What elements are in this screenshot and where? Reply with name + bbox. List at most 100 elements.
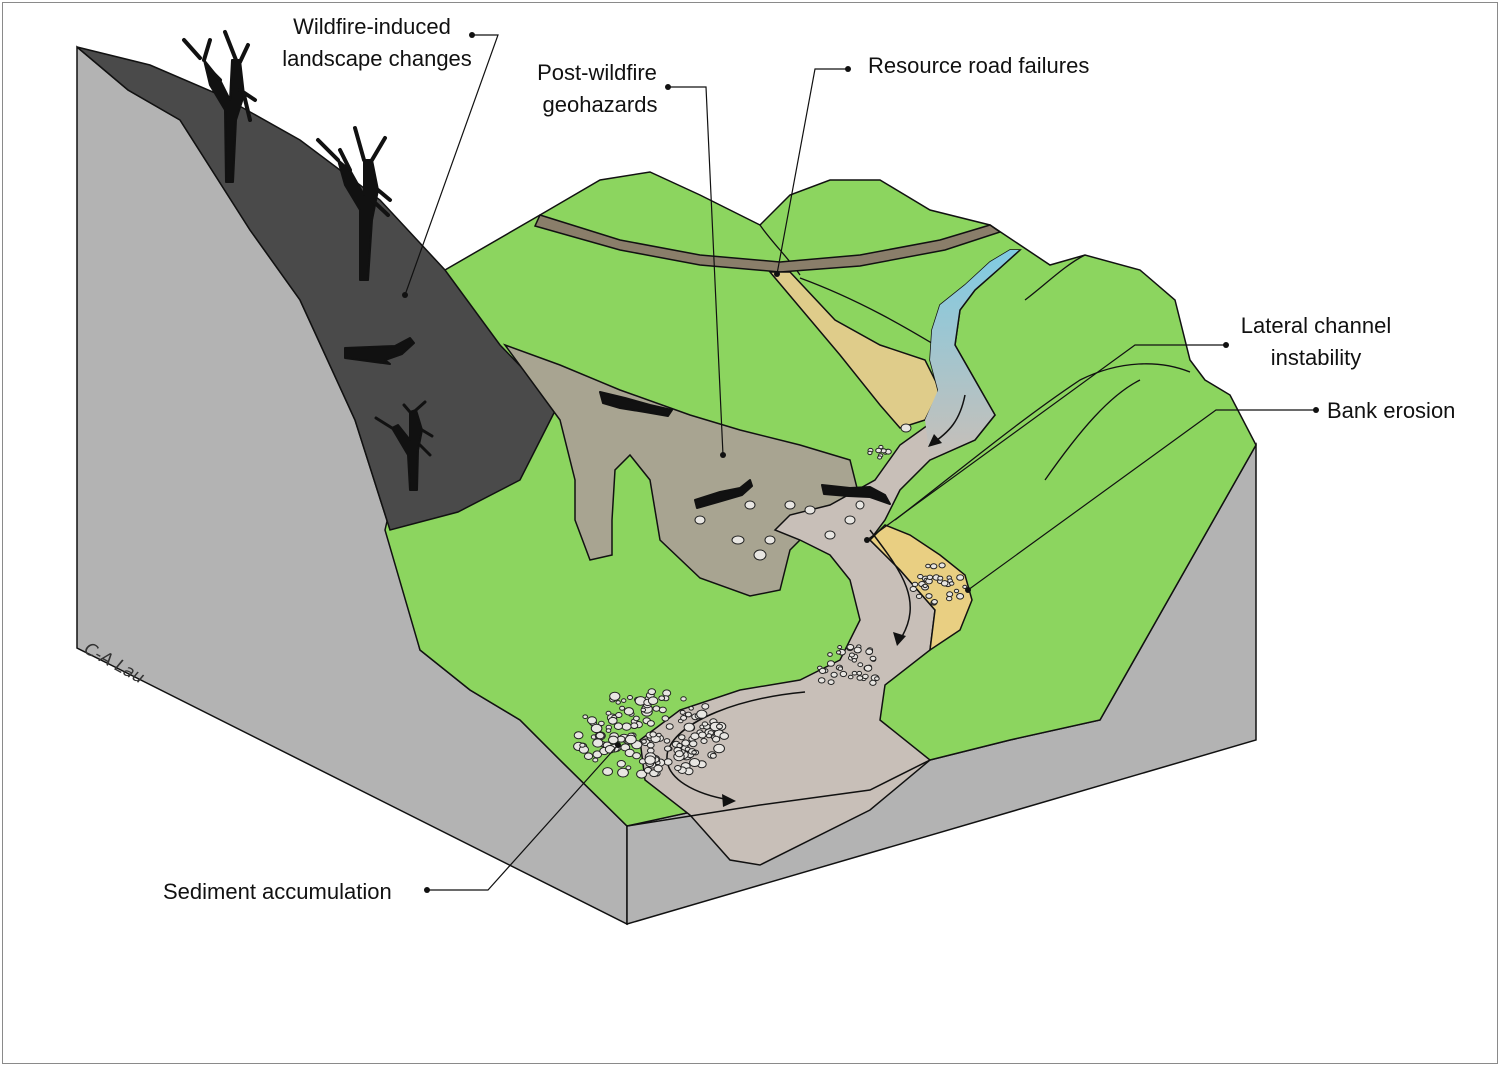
leader-dot (665, 84, 671, 90)
pebble (674, 765, 682, 771)
pebble (696, 709, 708, 719)
pebble (615, 700, 621, 705)
pebble (701, 703, 710, 710)
pebble (652, 705, 661, 712)
pebble (590, 723, 603, 734)
pebble (857, 662, 864, 668)
pebble (665, 723, 674, 730)
label-sediment: Sediment accumulation (163, 879, 392, 904)
pebble (630, 722, 639, 730)
pebble (875, 447, 882, 454)
pebble (688, 706, 694, 711)
channel-pebbles (817, 644, 880, 686)
pebble (609, 691, 621, 701)
pebble (656, 732, 662, 738)
pebble (602, 767, 613, 776)
pebble (836, 650, 842, 655)
pebble (678, 734, 686, 741)
pebble (621, 698, 627, 703)
leader-wildfire (404, 34, 499, 296)
fallen-log-icon (694, 479, 753, 509)
leader-bank (967, 409, 1316, 591)
pebble (826, 660, 835, 667)
burned-tree-icon (316, 126, 392, 281)
pebble (940, 580, 949, 587)
pebble (598, 720, 605, 727)
pebble (701, 721, 709, 727)
pebble (661, 715, 670, 722)
label-geohazards: geohazards (543, 92, 658, 117)
pebble (937, 575, 944, 581)
pebble (621, 722, 632, 731)
pebble (644, 755, 656, 765)
pebble (649, 731, 657, 738)
pebble (847, 674, 854, 680)
pebble (956, 574, 965, 581)
pebble (663, 738, 671, 744)
pebble (865, 648, 874, 656)
pebble (663, 758, 673, 766)
pebble (713, 743, 725, 754)
pebble (615, 712, 623, 718)
leader-dot (615, 742, 621, 748)
pebble (605, 710, 612, 716)
pebble (853, 646, 862, 654)
pebble (706, 733, 712, 739)
flow-arrow-head (893, 632, 906, 646)
pebble (848, 652, 855, 658)
pebble (608, 716, 618, 725)
pebble (681, 739, 690, 747)
flow-arrow-head (722, 794, 736, 807)
burned-slope (76, 46, 559, 531)
pebble (684, 711, 692, 718)
pebble (658, 695, 666, 702)
pebble (925, 593, 933, 599)
pebble (869, 679, 877, 686)
pebble (909, 586, 917, 592)
label-wildfire: landscape changes (282, 46, 472, 71)
pebble (830, 671, 838, 678)
debris-flow-deposit (502, 343, 861, 597)
pebble (605, 728, 612, 733)
pebble (922, 583, 928, 589)
fallen-log-icon (821, 484, 891, 505)
leader-dot (845, 66, 851, 72)
leader-dot (424, 887, 430, 893)
leader-geohazards (668, 86, 724, 456)
pebble (613, 722, 624, 731)
pebble (625, 765, 632, 771)
pebble (632, 752, 641, 760)
pebble (856, 670, 863, 676)
leader-dot (720, 452, 726, 458)
pebble (583, 752, 594, 761)
pebble (856, 675, 864, 681)
pebble (962, 584, 968, 590)
pebble (863, 664, 873, 672)
boulders (694, 423, 912, 561)
pebble (616, 760, 626, 768)
pebble (839, 670, 848, 678)
hill-contour (1024, 254, 1086, 301)
pebble (938, 562, 946, 569)
pebble (627, 695, 633, 700)
pebble (617, 767, 629, 778)
pebble (646, 742, 655, 749)
leader-dot (864, 537, 870, 543)
pebble (647, 688, 656, 696)
pebble (680, 696, 687, 702)
hill-contour (1044, 379, 1141, 481)
label-geohazards: Post-wildfire (537, 60, 657, 85)
pebble (674, 750, 684, 758)
pebble (946, 591, 954, 598)
pebble (592, 757, 599, 763)
leader-dot (1313, 407, 1319, 413)
block-front-edge (626, 759, 931, 827)
pebble (579, 742, 586, 748)
burned-tree-icon (374, 400, 434, 491)
pebble (877, 455, 883, 460)
pebble (931, 599, 938, 605)
label-bank-erosion: Bank erosion (1327, 398, 1455, 423)
leader-dot (1223, 342, 1229, 348)
pebble (953, 588, 960, 594)
